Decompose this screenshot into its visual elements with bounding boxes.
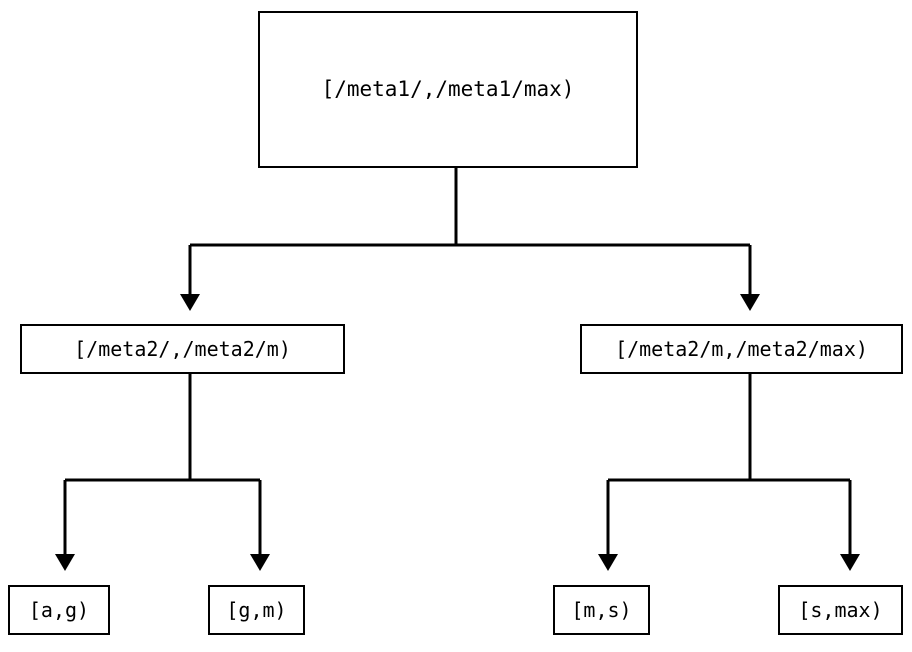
arrowhead-to-meta2-left — [180, 294, 200, 311]
arrowhead-to-leaf-gm — [250, 554, 270, 571]
tree-node-leaf-smax[interactable]: [s,max) — [778, 585, 903, 635]
tree-node-leaf-ag[interactable]: [a,g) — [8, 585, 110, 635]
arrowhead-to-leaf-ag — [55, 554, 75, 571]
tree-node-root-label: [/meta1/,/meta1/max) — [321, 77, 575, 101]
tree-node-leaf-ag-label: [a,g) — [28, 598, 90, 622]
tree-node-meta2-left[interactable]: [/meta2/,/meta2/m) — [20, 324, 345, 374]
tree-node-leaf-gm[interactable]: [g,m) — [208, 585, 305, 635]
tree-node-root[interactable]: [/meta1/,/meta1/max) — [258, 11, 638, 168]
tree-node-leaf-smax-label: [s,max) — [798, 598, 883, 622]
tree-node-meta2-right[interactable]: [/meta2/m,/meta2/max) — [580, 324, 903, 374]
tree-node-leaf-gm-label: [g,m) — [226, 598, 287, 622]
arrowhead-to-meta2-right — [740, 294, 760, 311]
tree-node-leaf-ms[interactable]: [m,s) — [553, 585, 650, 635]
tree-node-meta2-left-label: [/meta2/,/meta2/m) — [74, 337, 291, 361]
tree-node-meta2-right-label: [/meta2/m,/meta2/max) — [615, 337, 868, 361]
arrowhead-to-leaf-ms — [598, 554, 618, 571]
arrowhead-to-leaf-smax — [840, 554, 860, 571]
tree-node-leaf-ms-label: [m,s) — [571, 598, 632, 622]
